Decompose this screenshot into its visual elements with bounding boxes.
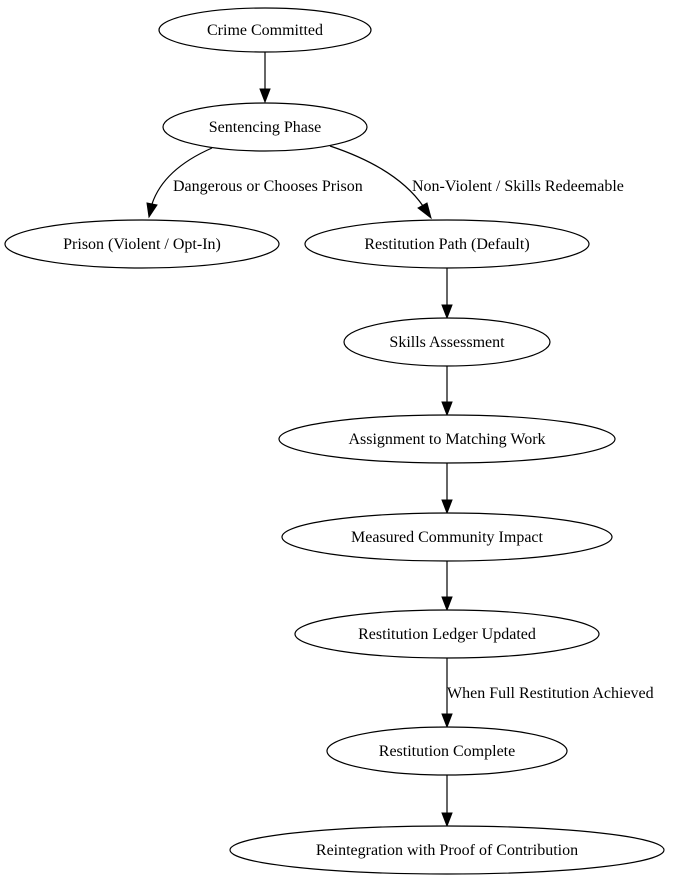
node-restitution-complete: Restitution Complete	[326, 726, 568, 776]
node-skills-assessment: Skills Assessment	[343, 317, 551, 367]
node-ledger-updated: Restitution Ledger Updated	[294, 609, 600, 659]
edge-sentencing-to-restitution	[329, 145, 432, 220]
node-label-prison: Prison (Violent / Opt-In)	[63, 236, 221, 253]
node-prison: Prison (Violent / Opt-In)	[4, 219, 280, 269]
node-label-sentencing-phase: Sentencing Phase	[209, 119, 321, 136]
edge-impact-to-ledger	[441, 561, 453, 612]
edge-complete-to-reintegration	[441, 775, 453, 828]
node-label-restitution-path: Restitution Path (Default)	[364, 236, 529, 253]
edge-restitution-to-skills	[441, 268, 453, 320]
edge-label-to-complete: When Full Restitution Achieved	[447, 685, 654, 702]
node-label-community-impact: Measured Community Impact	[351, 529, 544, 546]
node-assignment: Assignment to Matching Work	[278, 414, 616, 464]
node-reintegration: Reintegration with Proof of Contribution	[229, 825, 665, 875]
node-label-ledger-updated: Restitution Ledger Updated	[358, 626, 536, 643]
node-label-skills-assessment: Skills Assessment	[389, 334, 505, 351]
node-label-crime-committed: Crime Committed	[207, 22, 323, 39]
edge-label-to-restitution: Non-Violent / Skills Redeemable	[412, 178, 624, 195]
node-label-assignment: Assignment to Matching Work	[348, 431, 545, 448]
node-label-restitution-complete: Restitution Complete	[379, 743, 515, 760]
node-label-reintegration: Reintegration with Proof of Contribution	[316, 842, 578, 859]
edge-assignment-to-impact	[441, 463, 453, 515]
edge-skills-to-assignment	[441, 366, 453, 417]
node-crime-committed: Crime Committed	[158, 7, 372, 53]
node-sentencing-phase: Sentencing Phase	[162, 102, 368, 152]
edge-sentencing-to-prison	[146, 147, 213, 219]
edge-ledger-to-complete	[441, 658, 453, 729]
edge-label-to-prison: Dangerous or Chooses Prison	[173, 178, 363, 195]
node-community-impact: Measured Community Impact	[281, 512, 613, 562]
edge-crime-to-sentencing	[259, 52, 271, 104]
node-restitution-path: Restitution Path (Default)	[304, 219, 590, 269]
